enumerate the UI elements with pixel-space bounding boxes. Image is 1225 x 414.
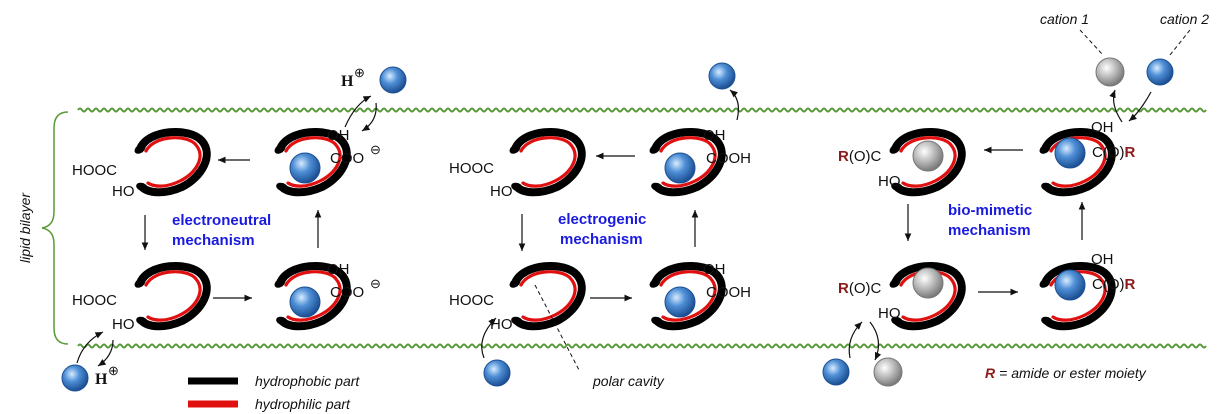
receptor-empty [508, 266, 582, 327]
cation-blue [289, 152, 321, 184]
h-label: H [95, 371, 108, 388]
minus-sign: ⊖ [370, 276, 381, 291]
oh-label: OH [703, 261, 726, 278]
curved-arrow [97, 339, 114, 367]
polar-cavity-label: polar cavity [592, 373, 665, 389]
hooc-label: HOOC [449, 292, 494, 309]
cooh-label: COOH [706, 150, 751, 167]
mechanism-label: electrogenic [558, 211, 646, 228]
r-oc-label: R(O)C [838, 148, 882, 165]
curved-arrow [869, 321, 882, 361]
ho-label: HO [490, 183, 513, 200]
c-o-r-label: C(O)R [1092, 144, 1136, 161]
cation-grey [873, 357, 903, 387]
mechanism-label: bio-mimetic [948, 202, 1032, 219]
cation-1-label: cation 1 [1040, 11, 1089, 27]
mechanism-label: mechanism [948, 222, 1031, 239]
bilayer-label: lipid bilayer [17, 192, 33, 263]
cation-blue [664, 286, 696, 318]
hooc-label: HOOC [449, 160, 494, 177]
oh-label: OH [1091, 251, 1114, 268]
mechanism-label: electroneutral [172, 212, 271, 229]
h-label: H [341, 73, 354, 90]
r-definition: R= amide or ester moiety [985, 365, 1147, 381]
cation-1-pointer [1079, 29, 1104, 56]
minus-sign: ⊖ [370, 142, 381, 157]
ho-label: HO [490, 316, 513, 333]
cation-grey [912, 140, 944, 172]
curved-arrow [729, 89, 740, 121]
coo-label: COO [330, 150, 364, 167]
ho-label: HO [878, 305, 901, 322]
oh-label: OH [327, 127, 350, 144]
cation-blue [822, 358, 850, 386]
curved-arrow [76, 331, 104, 364]
receptor-empty [508, 132, 582, 193]
cation-blue [664, 152, 696, 184]
oh-label: OH [1091, 119, 1114, 136]
coo-label: COO [330, 284, 364, 301]
curved-arrow [344, 95, 372, 128]
cation-blue [483, 359, 511, 387]
receptor-empty [133, 266, 207, 327]
mechanism-label: mechanism [560, 231, 643, 248]
membrane-bottom [77, 343, 1207, 349]
curved-arrow [361, 102, 377, 132]
ho-label: HO [112, 316, 135, 333]
cation-blue [289, 286, 321, 318]
cation-blue [1054, 137, 1086, 169]
curved-arrow [1109, 89, 1123, 123]
hooc-label: HOOC [72, 162, 117, 179]
bilayer-brace [41, 111, 69, 345]
membrane-top [77, 107, 1207, 113]
polar-cavity-pointer [534, 284, 581, 373]
receptor-empty [133, 132, 207, 193]
cation-blue [61, 364, 89, 392]
legend-hydrophobic-label: hydrophobic part [255, 373, 360, 389]
mechanism-label: mechanism [172, 232, 255, 249]
cation-blue [1146, 58, 1174, 86]
oh-label: OH [703, 127, 726, 144]
r-oc-label: R(O)C [838, 280, 882, 297]
c-o-r-label: C(O)R [1092, 276, 1136, 293]
curved-arrow [848, 321, 863, 359]
legend-hydrophilic-label: hydrophilic part [255, 396, 351, 412]
plus-sign: ⊕ [108, 363, 119, 378]
ho-label: HO [112, 183, 135, 200]
hooc-label: HOOC [72, 292, 117, 309]
cation-blue [379, 66, 407, 94]
oh-label: OH [327, 261, 350, 278]
cation-2-label: cation 2 [1160, 11, 1209, 27]
cation-blue [1054, 269, 1086, 301]
ho-label: HO [878, 173, 901, 190]
curved-arrow [1128, 91, 1152, 122]
cooh-label: COOH [706, 284, 751, 301]
cation-grey [1095, 57, 1125, 87]
cation-grey [912, 267, 944, 299]
cation-blue [708, 62, 736, 90]
cation-2-pointer [1169, 29, 1191, 56]
plus-sign: ⊕ [354, 65, 365, 80]
curved-arrow [481, 317, 497, 359]
